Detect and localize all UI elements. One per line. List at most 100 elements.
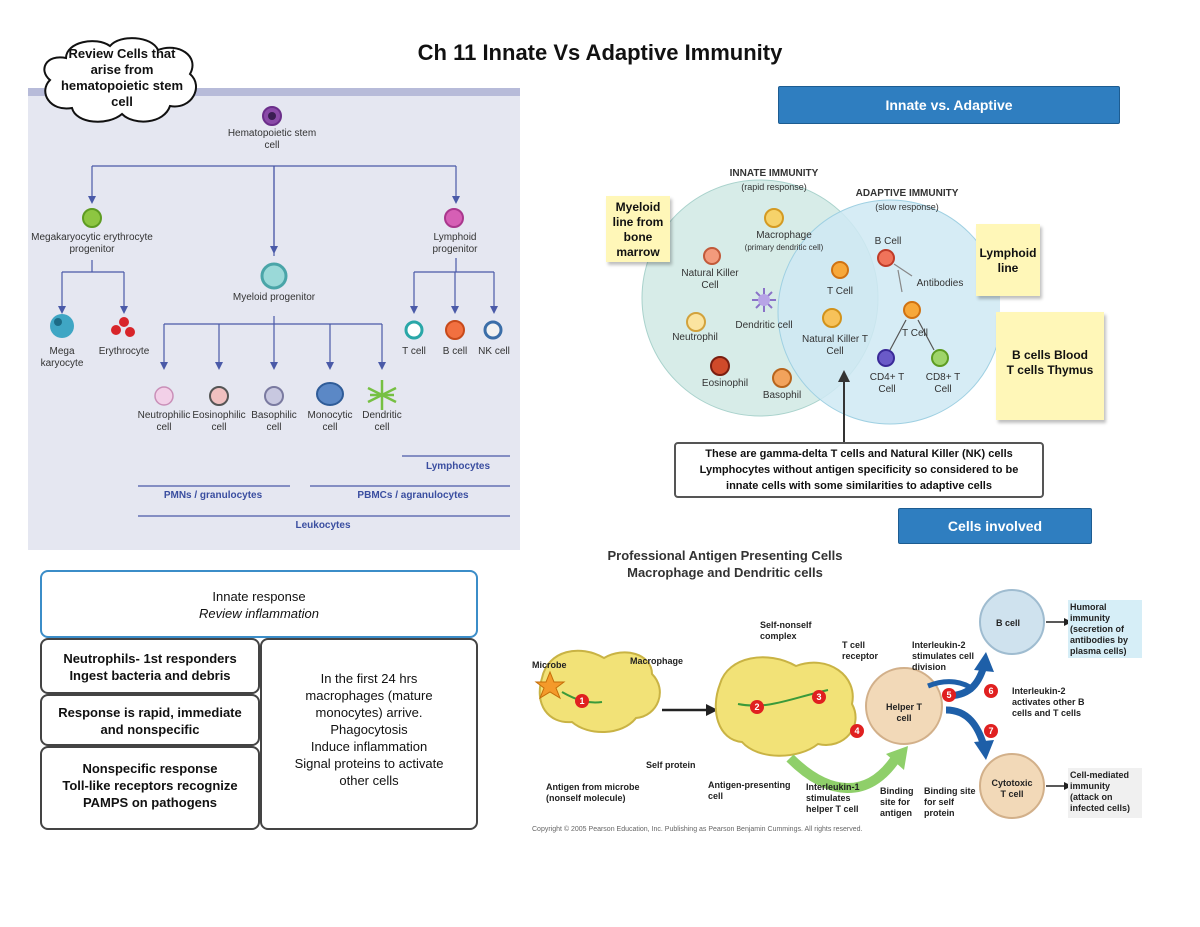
- step-5-badge: 5: [942, 688, 956, 702]
- innate-response-title: Innate response: [212, 589, 306, 604]
- b-cell-label: B cell: [442, 346, 468, 357]
- note-blood-thymus: B cells Blood T cells Thymus: [996, 312, 1104, 420]
- antigen-presentation-diagram: [534, 589, 1072, 819]
- step-2-badge: 2: [750, 700, 764, 714]
- hematopoiesis-panel: Hematopoietic stem cell Megakaryocytic e…: [28, 88, 520, 550]
- page-title: Ch 11 Innate Vs Adaptive Immunity: [417, 40, 783, 65]
- pmns-label: PMNs / granulocytes: [163, 490, 263, 501]
- review-inflammation-text: Review inflammation: [199, 606, 319, 621]
- right-line2: macrophages (mature: [305, 688, 433, 703]
- b-cell-label: B Cell: [874, 236, 902, 247]
- t-cell-receptor-label: T cell receptor: [842, 640, 879, 661]
- innate-immunity-sub: (rapid response): [741, 182, 807, 192]
- innate-response-header-box: Innate response Review inflammation: [40, 570, 478, 638]
- cells-involved-header: Cells involved: [898, 508, 1092, 544]
- right-line5: Induce inflammation: [310, 739, 428, 754]
- b-cell-label: B cell: [996, 618, 1021, 628]
- neutrophilic-label: Neutrophilic cell: [137, 410, 191, 433]
- helper-t-cell-label: Helper T cell: [885, 702, 922, 723]
- leukocytes-label: Leukocytes: [295, 520, 351, 531]
- apc-label: Antigen-presenting cell: [708, 780, 791, 801]
- apc-title: Professional Antigen Presenting Cells Ma…: [560, 547, 890, 581]
- right-line6: Signal proteins to activate: [294, 756, 444, 771]
- box1-line1: Neutrophils- 1st responders: [63, 651, 237, 666]
- t-cell-label: T cell: [402, 346, 426, 357]
- basophil-label: Basophil: [762, 390, 802, 401]
- eosinophilic-label: Eosinophilic cell: [192, 410, 246, 433]
- callout-line2: Lymphocytes without antigen specificity …: [699, 464, 1019, 476]
- basophilic-label: Basophilic cell: [251, 410, 297, 433]
- adaptive-immunity-sub: (slow response): [875, 202, 939, 212]
- neutrophils-box: Neutrophils- 1st responders Ingest bacte…: [40, 638, 260, 694]
- box2-line2: and nonspecific: [100, 722, 200, 737]
- eosinophil-label: Eosinophil: [701, 378, 749, 389]
- natural-killer-label: Natural Killer Cell: [681, 268, 739, 291]
- callout-line3: innate cells with some similarities to a…: [726, 480, 992, 492]
- nk-t-cell-label: Natural Killer T Cell: [802, 334, 868, 357]
- megakaryocytic-progenitor-label: Megakaryocytic erythrocyte progenitor: [31, 232, 153, 255]
- cloud-shape: [43, 37, 197, 123]
- antigen-from-microbe-label: Antigen from microbe (nonself molecule): [546, 782, 640, 803]
- box3-line3: PAMPS on pathogens: [82, 795, 218, 810]
- il2-division-label: Interleukin-2 stimulates cell division: [912, 640, 975, 672]
- megakaryocyte-label: Mega karyocyte: [40, 346, 84, 369]
- cell-mediated-label: Cell-mediated immunity (attack on infect…: [1068, 768, 1142, 818]
- box1-line2: Ingest bacteria and debris: [69, 668, 231, 683]
- il2-activates-label: Interleukin-2 activates other B cells an…: [1012, 686, 1085, 718]
- dendritic-label: Dendritic cell: [362, 410, 402, 433]
- step-1-badge: 1: [575, 694, 589, 708]
- note-blood-line2: T cells Thymus: [1006, 363, 1094, 377]
- right-line4: Phagocytosis: [330, 722, 408, 737]
- cloud-note: Review Cells that arise from hematopoiet…: [60, 46, 184, 109]
- step-7-badge: 7: [984, 724, 998, 738]
- apc-title-line1: Professional Antigen Presenting Cells: [607, 548, 843, 563]
- adaptive-immunity-title: ADAPTIVE IMMUNITY: [855, 188, 959, 199]
- lymphocytes-label: Lymphocytes: [425, 461, 491, 472]
- il1-label: Interleukin-1 stimulates helper T cell: [806, 782, 860, 814]
- stem-cell-label: Hematopoietic stem cell: [227, 128, 317, 151]
- pbmcs-label: PBMCs / agranulocytes: [357, 490, 469, 501]
- box2-line1: Response is rapid, immediate: [58, 705, 242, 720]
- gamma-delta-callout: These are gamma-delta T cells and Natura…: [674, 442, 1044, 498]
- innate-immunity-title: INNATE IMMUNITY: [729, 168, 819, 179]
- right-line1: In the first 24 hrs: [320, 671, 418, 686]
- macrophage-label: Macrophage: [756, 230, 812, 241]
- hematopoiesis-tree: [50, 106, 510, 517]
- copyright-text: Copyright © 2005 Pearson Education, Inc.…: [532, 826, 863, 833]
- venn-diagram: [641, 179, 1000, 442]
- nk-cell-label: NK cell: [478, 346, 510, 357]
- myeloid-progenitor-label: Myeloid progenitor: [232, 292, 316, 303]
- cd4-label: CD4+ T Cell: [869, 372, 905, 395]
- callout-line1: These are gamma-delta T cells and Natura…: [705, 448, 1013, 460]
- innate-vs-adaptive-header: Innate vs. Adaptive: [778, 86, 1120, 124]
- macrophage-sub-label: (primary dendritic cell): [744, 243, 824, 252]
- humoral-immunity-label: Humoral immunity (secretion of antibodie…: [1068, 600, 1142, 658]
- step-3-badge: 3: [812, 690, 826, 704]
- dendritic-label: Dendritic cell: [735, 320, 793, 331]
- apc-title-line2: Macrophage and Dendritic cells: [627, 565, 823, 580]
- binding-self-label: Binding site for self protein: [924, 786, 976, 818]
- t-cell-center-label: T Cell: [827, 286, 853, 297]
- step-4-badge: 4: [850, 724, 864, 738]
- self-nonself-label: Self-nonself complex: [760, 620, 812, 641]
- nonspecific-response-box: Nonspecific response Toll-like receptors…: [40, 746, 260, 830]
- neutrophil-label: Neutrophil: [672, 332, 718, 343]
- cd8-label: CD8+ T Cell: [925, 372, 961, 395]
- right-line7: other cells: [339, 773, 399, 788]
- cytotoxic-t-cell-label: Cytotoxic T cell: [991, 778, 1033, 799]
- rapid-response-box: Response is rapid, immediate and nonspec…: [40, 694, 260, 746]
- erythrocyte-label: Erythrocyte: [98, 346, 150, 357]
- note-lymphoid: Lymphoid line: [976, 224, 1040, 296]
- macrophage-label: Macrophage: [630, 656, 684, 666]
- antibodies-label: Antibodies: [916, 278, 964, 289]
- binding-antigen-label: Binding site for antigen: [880, 786, 914, 818]
- microbe-label: Microbe: [532, 660, 567, 670]
- lymphoid-progenitor-label: Lymphoid progenitor: [432, 232, 478, 255]
- note-blood-line1: B cells Blood: [1011, 348, 1088, 362]
- box3-line1: Nonspecific response: [82, 761, 218, 776]
- t-cell-label: T Cell: [902, 328, 928, 339]
- self-protein-label: Self protein: [646, 760, 696, 770]
- right-line3: monocytes) arrive.: [315, 705, 423, 720]
- panel-top-band: [28, 88, 520, 96]
- box3-line2: Toll-like receptors recognize: [62, 778, 238, 793]
